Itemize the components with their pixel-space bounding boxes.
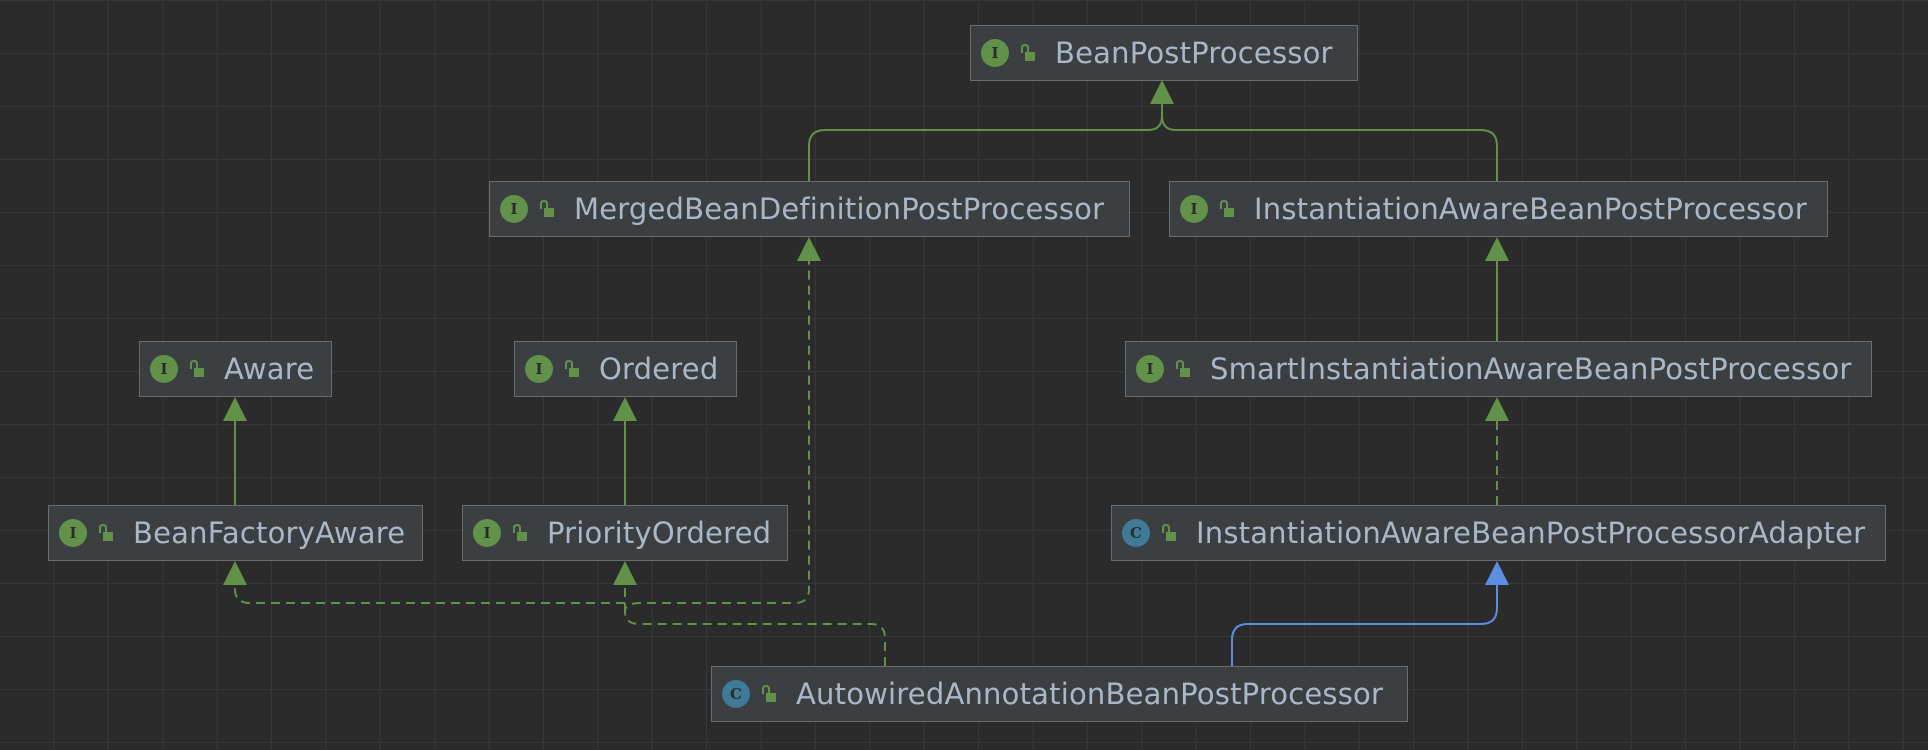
edge-autowired-to-adapter: [1231, 582, 1498, 666]
node-label: AutowiredAnnotationBeanPostProcessor: [796, 677, 1384, 711]
node-label: SmartInstantiationAwareBeanPostProcessor: [1210, 352, 1852, 386]
node-label: PriorityOrdered: [547, 516, 772, 550]
node-label: BeanFactoryAware: [133, 516, 406, 550]
abstract-class-icon: C: [1122, 519, 1150, 547]
node-bean-post-processor[interactable]: I BeanPostProcessor: [970, 25, 1358, 81]
edge-autowired-to-beanfactoryaware: [234, 582, 625, 604]
public-lock-icon: [760, 685, 778, 703]
node-label: MergedBeanDefinitionPostProcessor: [574, 192, 1105, 226]
public-lock-icon: [1174, 360, 1192, 378]
public-lock-icon: [563, 360, 581, 378]
public-lock-icon: [1160, 524, 1178, 542]
interface-icon: I: [1136, 355, 1164, 383]
interface-icon: I: [473, 519, 501, 547]
node-label: Aware: [224, 352, 315, 386]
arrowhead-ordered: [613, 397, 637, 421]
node-label: BeanPostProcessor: [1055, 36, 1333, 70]
interface-icon: I: [1180, 195, 1208, 223]
node-merged-bean-definition-post-processor[interactable]: I MergedBeanDefinitionPostProcessor: [489, 181, 1130, 237]
edge-merged-to-beanpostprocessor: [808, 100, 1163, 181]
interface-icon: I: [500, 195, 528, 223]
public-lock-icon: [538, 200, 556, 218]
node-instantiation-aware-bean-post-processor[interactable]: I InstantiationAwareBeanPostProcessor: [1169, 181, 1828, 237]
arrowhead-smart: [1485, 397, 1509, 421]
node-bean-factory-aware[interactable]: I BeanFactoryAware: [48, 505, 423, 561]
arrowhead-merged: [797, 237, 821, 261]
class-icon: C: [722, 680, 750, 708]
arrowhead-instantiationaware: [1485, 237, 1509, 261]
edge-instantiationaware-to-beanpostprocessor: [1161, 100, 1498, 181]
node-label: InstantiationAwareBeanPostProcessor: [1254, 192, 1807, 226]
node-autowired-annotation-bean-post-processor[interactable]: C AutowiredAnnotationBeanPostProcessor: [711, 666, 1408, 722]
arrowhead-beanfactoryaware: [223, 561, 247, 585]
node-ordered[interactable]: I Ordered: [514, 341, 737, 397]
interface-icon: I: [150, 355, 178, 383]
edge-autowired-to-merged: [623, 258, 886, 666]
public-lock-icon: [511, 524, 529, 542]
public-lock-icon: [188, 360, 206, 378]
arrowhead-priorityordered: [613, 561, 637, 585]
node-smart-instantiation-aware-bean-post-processor[interactable]: I SmartInstantiationAwareBeanPostProcess…: [1125, 341, 1872, 397]
arrowhead-adapter: [1485, 561, 1509, 585]
arrowhead-beanpostprocessor: [1150, 80, 1174, 104]
node-aware[interactable]: I Aware: [139, 341, 332, 397]
node-priority-ordered[interactable]: I PriorityOrdered: [462, 505, 788, 561]
interface-icon: I: [525, 355, 553, 383]
interface-icon: I: [59, 519, 87, 547]
interface-icon: I: [981, 39, 1009, 67]
public-lock-icon: [1019, 44, 1037, 62]
public-lock-icon: [1218, 200, 1236, 218]
node-label: InstantiationAwareBeanPostProcessorAdapt…: [1196, 516, 1866, 550]
node-instantiation-aware-bean-post-processor-adapter[interactable]: C InstantiationAwareBeanPostProcessorAda…: [1111, 505, 1886, 561]
arrowhead-aware: [223, 397, 247, 421]
node-label: Ordered: [599, 352, 719, 386]
public-lock-icon: [97, 524, 115, 542]
